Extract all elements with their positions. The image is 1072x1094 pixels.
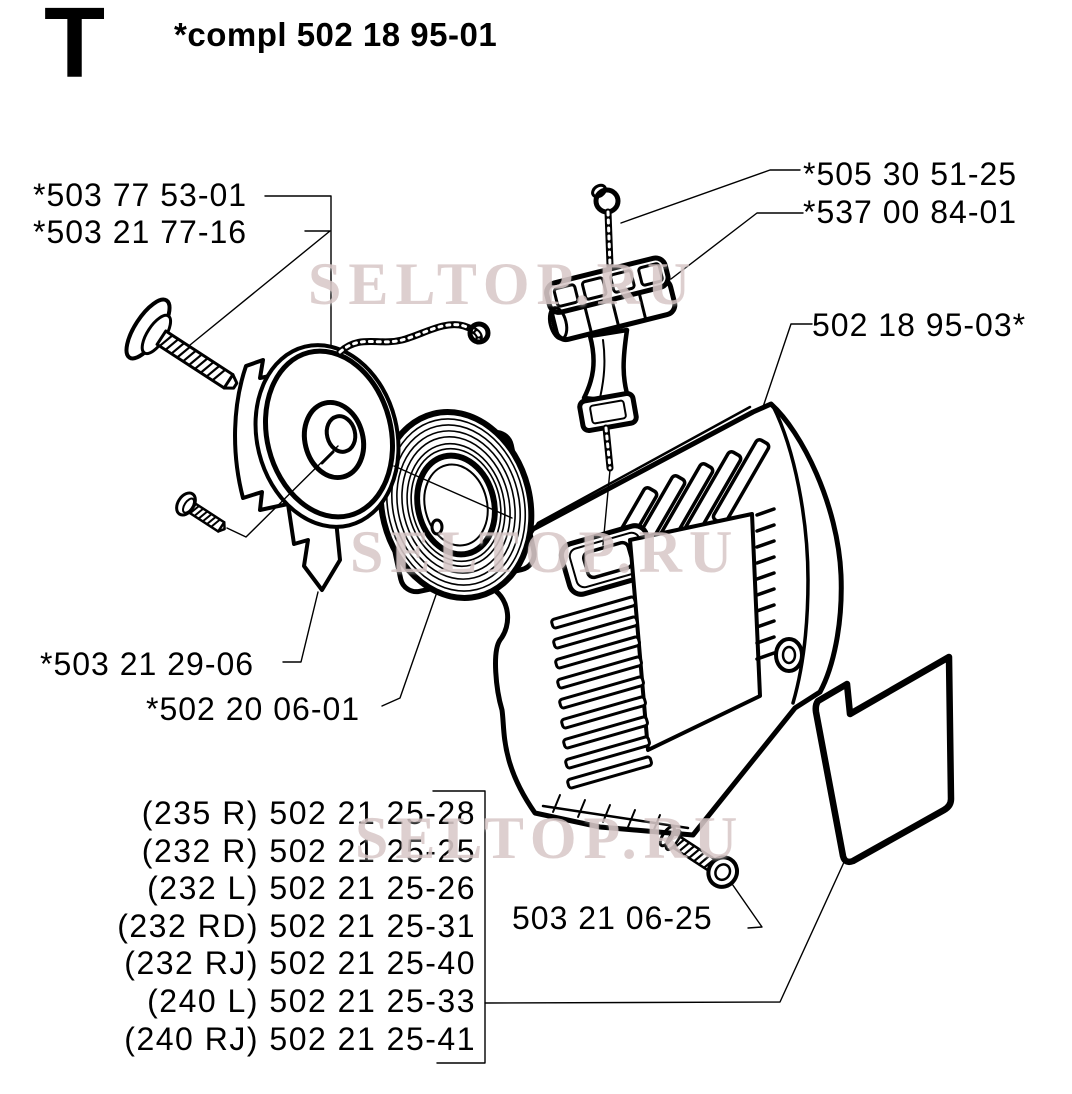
variant-bracket bbox=[432, 790, 486, 1064]
part-label-rope-knot: *505 30 51-25 bbox=[803, 156, 1018, 192]
gasket-plate-art bbox=[812, 653, 955, 866]
starter-handle-art bbox=[544, 183, 678, 472]
housing-screw-art bbox=[658, 825, 740, 889]
part-label-starter-pulley: *503 21 29-06 bbox=[40, 646, 255, 682]
leader-lines bbox=[189, 169, 846, 1064]
variant-line: (232 L) 502 21 25-26 bbox=[147, 870, 476, 907]
variant-part-list: (235 R) 502 21 25-28 (232 R) 502 21 25-2… bbox=[80, 795, 476, 1058]
pulley-centre-screw-art bbox=[175, 491, 226, 533]
variant-line: (232 RD) 502 21 25-31 bbox=[117, 907, 476, 944]
variant-line: (240 L) 502 21 25-33 bbox=[147, 982, 476, 1019]
part-label-starter-housing: 502 18 95-03* bbox=[812, 307, 1027, 343]
variant-line: (232 R) 502 21 25-25 bbox=[141, 832, 476, 869]
variant-line: (240 RJ) 502 21 25-41 bbox=[124, 1020, 476, 1057]
assembly-axis-lines bbox=[226, 445, 611, 546]
section-letter: T bbox=[44, 0, 106, 99]
starter-pulley-art bbox=[233, 321, 491, 592]
page-title: *compl 502 18 95-01 bbox=[174, 16, 498, 53]
variant-line: (232 RJ) 502 21 25-40 bbox=[124, 945, 476, 982]
part-label-starter-handle: *537 00 84-01 bbox=[803, 194, 1018, 230]
rewind-spring-art bbox=[375, 409, 537, 601]
variant-line: (235 R) 502 21 25-28 bbox=[141, 795, 476, 831]
part-label-housing-screw: 503 21 06-25 bbox=[512, 900, 713, 936]
starter-housing-art bbox=[490, 401, 844, 838]
part-label-screw-washer: *503 77 53-01 bbox=[33, 177, 248, 213]
part-label-rewind-spring: *502 20 06-01 bbox=[146, 691, 361, 727]
pulley-screw-washer-art bbox=[124, 297, 239, 390]
part-label-pulley-screw: *503 21 77-16 bbox=[33, 214, 248, 250]
